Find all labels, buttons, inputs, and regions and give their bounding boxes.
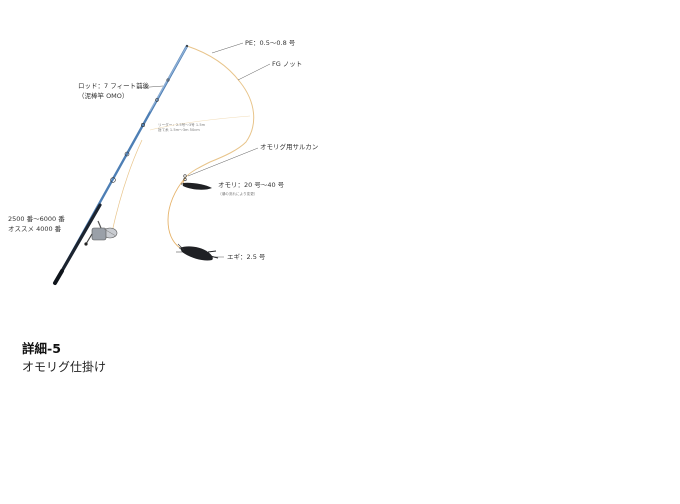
reel-handle [85, 233, 93, 245]
swivel [183, 174, 187, 182]
rod-guide [155, 98, 159, 102]
slack-line [149, 115, 251, 131]
leader-note-line2: 捨て糸 1.5m〜3m 50cm [158, 127, 200, 132]
swivel-label-leader [187, 147, 259, 177]
egi-label: エギ：2.5 号 [227, 253, 266, 261]
reel-body [91, 227, 107, 241]
rod-guide [124, 151, 130, 157]
reel-label: 2500 番〜6000 番 [8, 215, 65, 223]
sinker[interactable] [181, 182, 213, 190]
pe-line-label: PE：0.5〜0.8 号 [245, 39, 296, 47]
rod-butt-cap [53, 269, 64, 285]
rod-guide [166, 78, 170, 82]
omorig-rig-diagram: PE：0.5〜0.8 号 FG ノット ロッド：7 フィート前後 （泥棒竿 OM… [8, 39, 318, 285]
rod-label: ロッド：7 フィート前後 [78, 81, 150, 90]
reel[interactable] [84, 220, 118, 246]
leader-line [167, 177, 186, 249]
rod-guide [110, 177, 116, 183]
reel-knob [84, 242, 88, 246]
rod-guide [141, 123, 146, 128]
line-to-reel [111, 139, 143, 233]
swivel-label: オモリグ用サルカン [260, 142, 318, 151]
fg-knot-label-leader [237, 63, 271, 81]
pe-label-leader [211, 42, 244, 54]
reel-sub-label: オススメ 4000 番 [8, 225, 62, 233]
sinker-label: オモリ：20 号〜40 号 [218, 181, 285, 189]
rod-tip [186, 45, 188, 47]
pe-main-line [184, 45, 255, 179]
fg-knot-label: FG ノット [272, 60, 302, 68]
reel-foot [97, 220, 102, 229]
egi-lure[interactable] [176, 243, 219, 261]
sinker-note-label: （潮の流れにより変更） [218, 191, 257, 196]
rod-sub-label: （泥棒竿 OMO） [78, 91, 128, 100]
rod-tip-section [149, 45, 188, 112]
caption-subtitle: オモリグ仕掛け [22, 360, 107, 374]
leader-note-line1: リーダー：2.5号〜3号 1.5m [158, 122, 206, 127]
rod-label-leader [136, 85, 164, 89]
reel-bail [103, 228, 117, 237]
caption-title: 詳細-5 [22, 341, 61, 356]
